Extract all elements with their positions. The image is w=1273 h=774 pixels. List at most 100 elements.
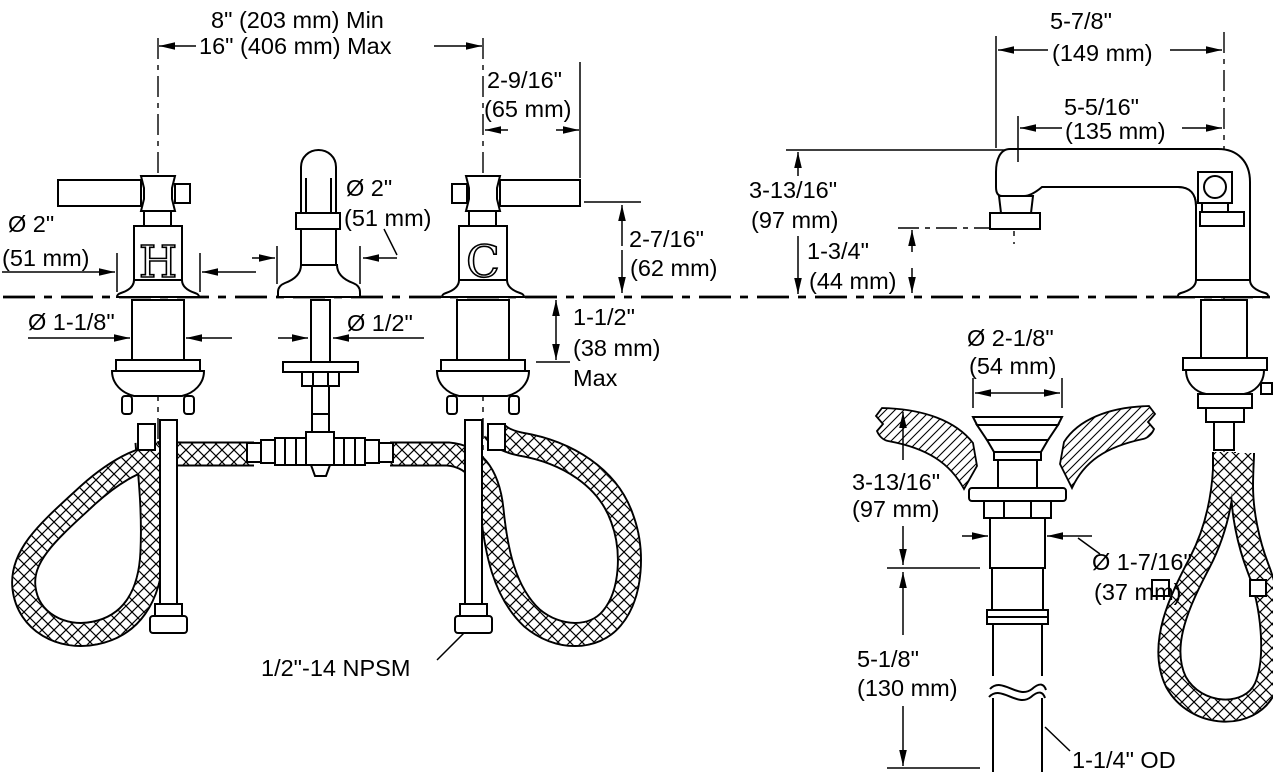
dim-handle-offset-in: 2-9/16"	[487, 67, 562, 93]
dim-hot-dia-mm: (51 mm)	[2, 245, 89, 271]
spout-front	[277, 148, 361, 433]
tee-left-nut	[274, 437, 307, 466]
dim-drain-flange-dia-in: Ø 2-1/8"	[967, 325, 1054, 351]
drain-throat	[997, 459, 1038, 489]
label-supply-thread: 1/2"-14 NPSM	[261, 655, 410, 681]
drain-gasket	[968, 487, 1067, 502]
cold-supply-hose	[390, 422, 642, 647]
spout-neck	[1201, 202, 1229, 213]
drain-ring	[993, 451, 1042, 461]
dim-reach-overall-mm: (149 mm)	[1052, 40, 1153, 66]
side-view-supply-hose	[1151, 452, 1273, 723]
spout-supply-rod	[311, 385, 330, 415]
drain-locknut	[983, 500, 1052, 519]
tee-right-ring	[378, 442, 394, 463]
hot-fitting-ring	[154, 603, 183, 617]
cold-hose-port	[487, 423, 506, 451]
tee-bottom	[309, 464, 332, 477]
dim-hot-dia-in: Ø 2"	[8, 211, 54, 237]
cold-handle-body	[458, 225, 508, 284]
hot-lever-stub	[174, 183, 191, 204]
side-mounting-nut	[1184, 369, 1266, 395]
drain-flange-bowl	[975, 424, 1060, 441]
hot-handle: H	[57, 175, 206, 634]
tee-right-nut	[333, 437, 366, 466]
cold-handle-letter: C	[466, 237, 500, 288]
side-adapter	[1205, 407, 1245, 423]
spout-cap-screw	[1203, 175, 1227, 199]
dim-drain-height-mm: (97 mm)	[852, 496, 939, 522]
hot-nut-bolt	[183, 395, 195, 415]
cold-lever-stub	[451, 183, 468, 204]
cold-handle-base	[440, 279, 526, 298]
tee-right-collar	[364, 439, 380, 464]
cold-supply-fitting	[454, 615, 493, 634]
cold-handle-knurl	[468, 210, 497, 227]
hot-supply-riser	[159, 419, 178, 605]
aerator-ring	[989, 212, 1041, 230]
dim-shank-dia: Ø 1-1/8"	[28, 309, 115, 335]
drain-tailpiece-lower	[992, 698, 1043, 772]
hot-hose-port	[137, 423, 156, 451]
hot-lever-hub	[139, 175, 177, 212]
side-nut-lug	[1260, 382, 1273, 395]
side-shank-threads	[1200, 299, 1248, 359]
spout-side-view	[989, 148, 1273, 451]
side-nut-lower	[1197, 393, 1253, 409]
dim-handle-height-mm: (62 mm)	[630, 255, 717, 281]
dim-spread-max: 16" (406 mm) Max	[199, 33, 392, 59]
side-knurl-ring	[1199, 211, 1245, 227]
side-hose-hex	[1213, 421, 1235, 451]
hot-shank-washer	[115, 359, 201, 372]
side-washer	[1182, 357, 1268, 371]
tee-left-ring	[246, 442, 262, 463]
drain-tailpiece-upper	[992, 623, 1043, 679]
hot-handle-letter: H	[139, 237, 177, 288]
dim-spout-dia-in: Ø 2"	[346, 175, 392, 201]
cold-handle: C	[435, 175, 581, 634]
dim-reach-aerator-mm: (135 mm)	[1065, 118, 1166, 144]
dim-aerator-clearance-mm: (44 mm)	[809, 268, 896, 294]
sink-basin-left	[874, 407, 978, 491]
hose-clip	[1151, 579, 1170, 597]
aerator-housing	[997, 195, 1035, 214]
hot-lever-grip	[57, 179, 142, 207]
cold-mounting-nut	[435, 370, 531, 397]
dim-deck-max-mm: (38 mm)	[573, 335, 660, 361]
hot-supply-hose	[11, 441, 254, 647]
spout-washer	[282, 361, 359, 373]
dim-spread-min: 8" (203 mm) Min	[211, 7, 384, 33]
spout-tube	[300, 148, 337, 268]
hot-handle-knurl	[143, 210, 172, 227]
spout-knurl-ring	[295, 212, 341, 230]
dim-handle-offset-mm: (65 mm)	[484, 96, 571, 122]
front-view-dimensions: 8" (203 mm) Min 16" (406 mm) Max 2-9/16"…	[2, 7, 717, 681]
dim-drain-height-in: 3-13/16"	[852, 469, 940, 495]
dim-supply-dia: Ø 1/2"	[347, 310, 413, 336]
dim-tailpiece-length-mm: (130 mm)	[857, 675, 958, 701]
pipe-break-gap	[991, 676, 1044, 700]
cold-fitting-ring	[459, 603, 488, 617]
pipe-break-line	[988, 691, 1046, 701]
dim-aerator-clearance-in: 1-3/4"	[807, 238, 869, 264]
dim-tailpiece-od: 1-1/4" OD	[1072, 747, 1176, 773]
side-view-dimensions: 5-7/8" (149 mm) 5-5/16" (135 mm) 3-13/16…	[749, 8, 1222, 773]
drain-assembly	[874, 405, 1157, 772]
hot-mounting-nut	[110, 370, 206, 397]
hot-handle-base	[115, 279, 201, 298]
sink-basin-right	[1059, 405, 1157, 491]
dim-deck-max-label: Max	[573, 365, 618, 391]
dim-spout-height-mm: (97 mm)	[751, 207, 838, 233]
supply-tee	[246, 431, 394, 477]
pipe-break-line	[989, 683, 1047, 693]
spout-base	[277, 264, 361, 298]
spout-nut	[301, 371, 340, 387]
dim-spout-dia-mm: (51 mm)	[344, 205, 431, 231]
hot-supply-fitting	[149, 615, 188, 634]
dim-deck-max-in: 1-1/2"	[573, 304, 635, 330]
cold-shank-threads	[456, 299, 510, 361]
tee-body	[305, 431, 335, 466]
dim-handle-height-in: 2-7/16"	[629, 226, 704, 252]
drain-body-threads	[989, 517, 1046, 569]
